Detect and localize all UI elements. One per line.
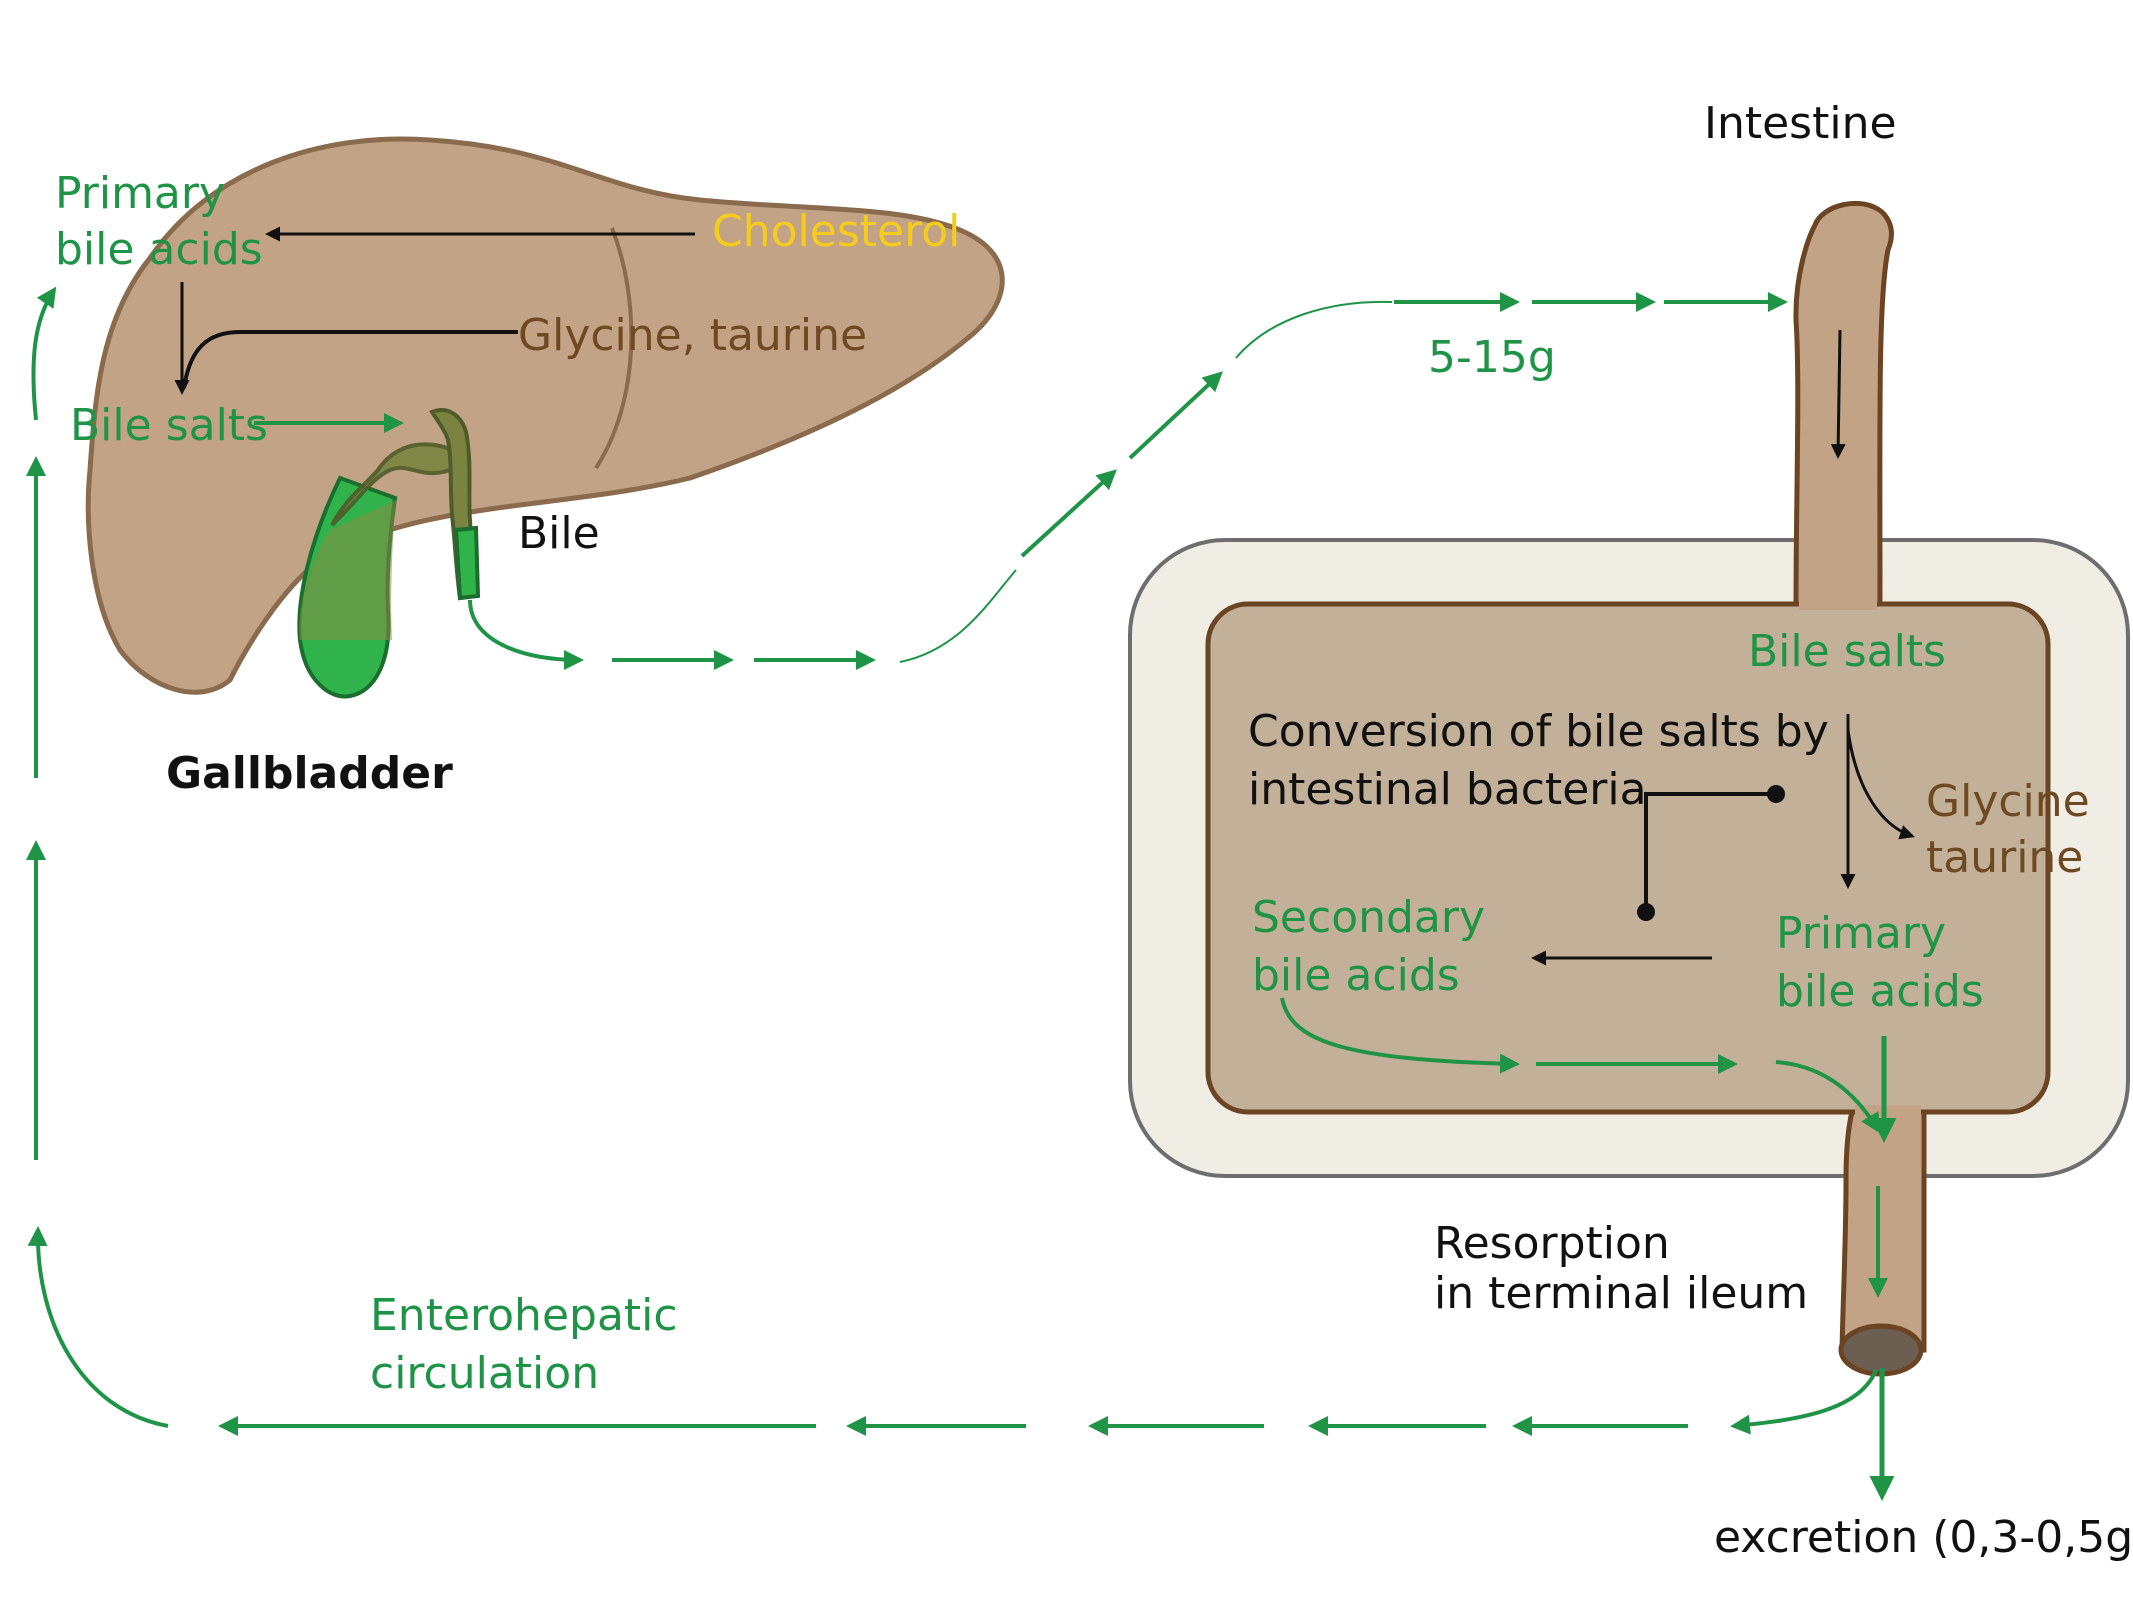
amount-to-intestine-label: 5-15g [1428,332,1556,383]
secondary-bile-acids-line2: bile acids [1252,950,1460,1001]
bile-flow-curve-thin [899,569,1017,663]
intestine-tube-gap-fill [1799,596,1877,610]
enterohepatic-label-line1: Enterohepatic [370,1290,678,1341]
glycine-gut-label-line2: taurine [1926,832,2083,883]
enterohepatic-label-line2: circulation [370,1348,599,1399]
cholesterol-label: Cholesterol [712,206,960,257]
conversion-label-line1: Conversion of bile salts by [1248,706,1829,757]
glycine-taurine-liver-label: Glycine, taurine [518,310,867,361]
bile-flow-arrows [468,292,1788,670]
intestine-down-arrow [1830,329,1846,459]
return-curve-to-liver [31,286,57,421]
bile-label: Bile [518,508,600,559]
gallbladder-label: Gallbladder [166,748,453,799]
bile-flow-arrow-1 [468,599,584,670]
intestine-lower-tube [1839,1109,1927,1353]
secondary-to-resorption-arrow-3 [1775,1060,1881,1134]
bile-flow-curve-thin-2 [1235,300,1393,359]
bile-salts-gut-label: Bile salts [1748,626,1946,677]
gallbladder-overlay [299,500,396,640]
excretion-label: excretion (0,3-0,5g) [1714,1512,2133,1563]
intestine-upper-tube [1793,200,1894,607]
resorption-label-line1: Resorption [1434,1218,1670,1269]
liver-primary-bile-acids-line2: bile acids [55,224,263,275]
liver-lobe-line [594,227,634,470]
intestine-lumen-end [1838,1323,1924,1377]
bile-salts-liver-label: Bile salts [70,400,268,451]
return-curve-left [27,1226,169,1428]
glycine-taurine-conjugation-line [182,330,518,389]
gallbladder-icon [297,408,481,699]
primary-gut-bile-acids-line1: Primary [1776,908,1946,959]
primary-gut-bile-acids-line2: bile acids [1776,966,1984,1017]
resorption-label-line2: in terminal ileum [1434,1268,1808,1319]
bile-flow-arrow-4 [1020,469,1117,558]
glycine-release-arrow [1846,729,1915,840]
liver-primary-bile-acids-line1: Primary [55,168,225,219]
secondary-bile-acids-line1: Secondary [1252,892,1485,943]
intestine-label: Intestine [1704,98,1897,149]
return-curve-start [1730,1369,1878,1435]
resorption-flow-arrows [1280,997,1897,1501]
gut-container [1128,538,2130,1178]
bacteria-connector-line [1637,785,1785,921]
glycine-gut-label-line1: Glycine [1926,776,2090,827]
secondary-to-resorption-arrow-1 [1280,997,1520,1074]
conversion-label-line2: intestinal bacteria [1248,764,1647,815]
gut-box-inner [1205,601,2051,1115]
bile-flow-arrow-5 [1128,371,1223,460]
enterohepatic-return-arrows [26,286,1878,1436]
intestine-icon [1793,200,1927,1377]
bile-duct-green-end [453,525,481,601]
